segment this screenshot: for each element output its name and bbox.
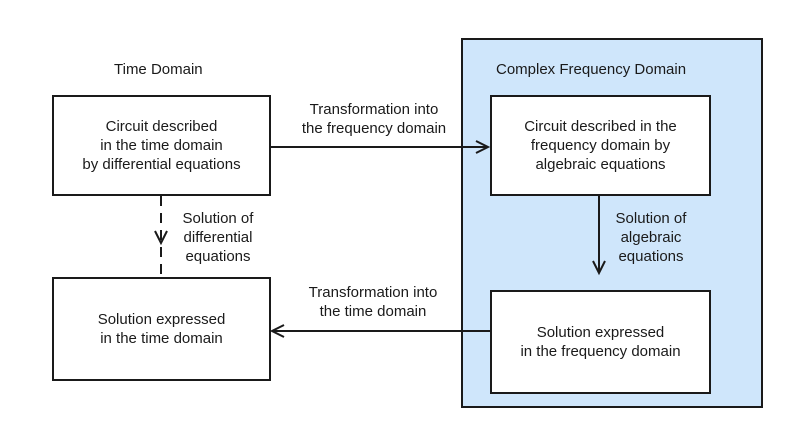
circuit-frequency-domain-box: Circuit described in the frequency domai…	[490, 95, 711, 196]
algebraic-solution-label: Solution of algebraic equations	[615, 210, 687, 265]
transform-to-frequency-arrow	[271, 140, 491, 154]
transform-to-time-label: Transformation into the time domain	[308, 284, 438, 320]
transform-to-frequency-label: Transformation into the frequency domain	[301, 101, 447, 137]
circuit-frequency-domain-text: Circuit described in the frequency domai…	[524, 118, 677, 173]
transform-to-time-arrow	[269, 324, 490, 338]
circuit-time-domain-box: Circuit described in the time domain by …	[52, 95, 271, 196]
solution-time-domain-text: Solution expressed in the time domain	[97, 311, 226, 347]
solution-frequency-domain-text: Solution expressed in the frequency doma…	[520, 324, 681, 360]
time-domain-heading: Time Domain	[114, 61, 203, 78]
frequency-domain-heading: Complex Frequency Domain	[496, 61, 687, 78]
differential-solution-arrow	[154, 196, 168, 277]
solution-time-domain-box: Solution expressed in the time domain	[52, 277, 271, 381]
circuit-time-domain-text: Circuit described in the time domain by …	[82, 118, 241, 173]
differential-solution-label: Solution of differential equations	[182, 210, 254, 265]
solution-frequency-domain-box: Solution expressed in the frequency doma…	[490, 290, 711, 394]
